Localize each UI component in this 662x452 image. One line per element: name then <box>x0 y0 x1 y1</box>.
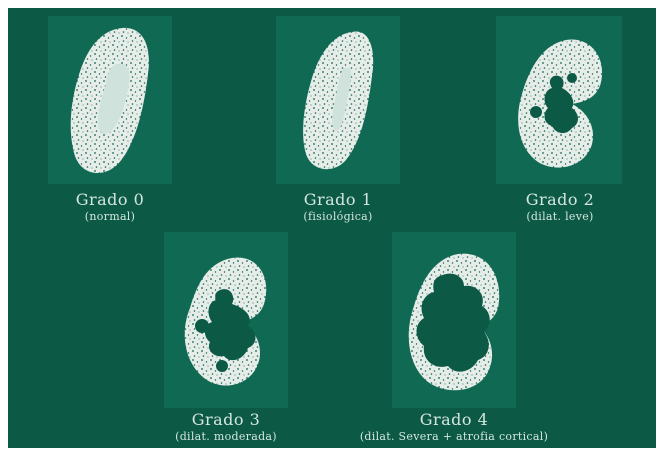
kidney-grade-1-image <box>276 16 400 184</box>
kidney-grade-0-image <box>48 16 172 184</box>
kidney-grade-3-image <box>164 232 288 408</box>
kidney-panel-grade-4 <box>392 232 516 408</box>
grade-title: Grado 1 <box>266 190 410 210</box>
caption-grade-2: Grado 2 (dilat. leve) <box>488 190 632 224</box>
kidney-panel-grade-3 <box>164 232 288 408</box>
kidney-panel-grade-0 <box>48 16 172 184</box>
calyx-dilation <box>567 73 577 83</box>
calyx-dilation <box>216 360 228 372</box>
grade-title: Grado 4 <box>334 410 574 430</box>
kidney-panel-grade-2 <box>496 16 622 184</box>
grade-title: Grado 3 <box>140 410 312 430</box>
caption-grade-0: Grado 0 (normal) <box>38 190 182 224</box>
caption-grade-3: Grado 3 (dilat. moderada) <box>140 410 312 444</box>
hydronephrosis-grades-figure: Grado 0 (normal) Grado 1 (fisiológica) G… <box>8 8 656 448</box>
grade-title: Grado 2 <box>488 190 632 210</box>
grade-subtitle: (dilat. Severa + atrofia cortical) <box>334 430 574 444</box>
grade-subtitle: (normal) <box>38 210 182 224</box>
kidney-grade-4-image <box>392 232 516 408</box>
kidney-panel-grade-1 <box>276 16 400 184</box>
caption-grade-1: Grado 1 (fisiológica) <box>266 190 410 224</box>
calyx-dilation <box>530 106 542 118</box>
calyx-dilation <box>195 319 209 333</box>
kidney-grade-2-image <box>496 16 622 184</box>
grade-subtitle: (dilat. leve) <box>488 210 632 224</box>
caption-grade-4: Grado 4 (dilat. Severa + atrofia cortica… <box>334 410 574 444</box>
grade-subtitle: (fisiológica) <box>266 210 410 224</box>
grade-subtitle: (dilat. moderada) <box>140 430 312 444</box>
grade-title: Grado 0 <box>38 190 182 210</box>
